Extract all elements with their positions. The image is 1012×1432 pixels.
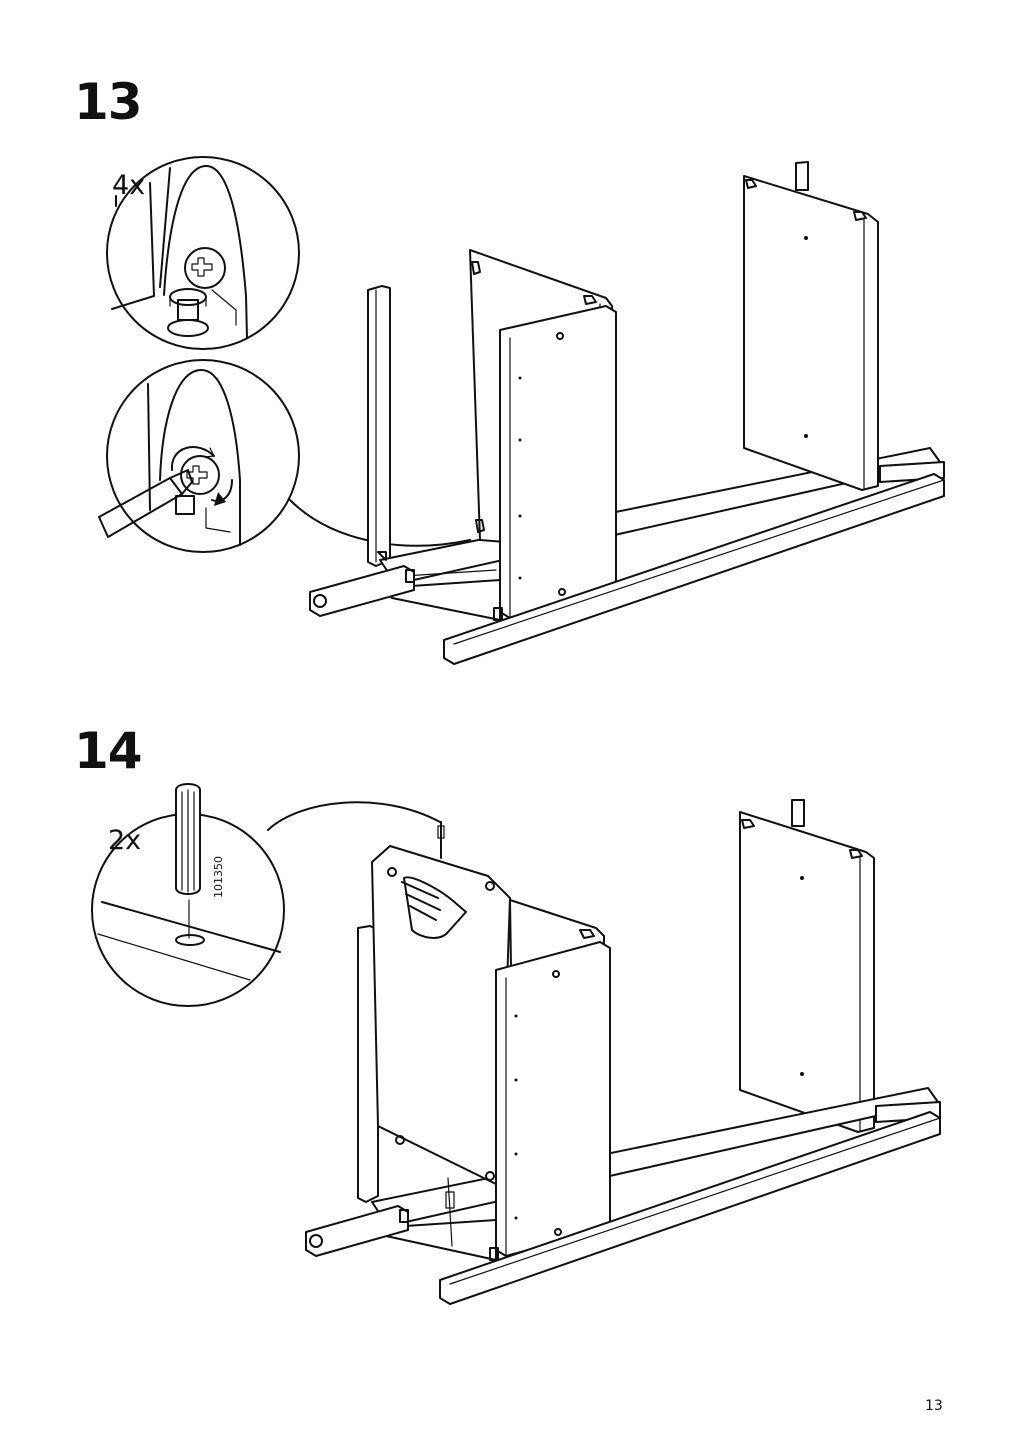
step-13-number: 13 — [74, 73, 143, 131]
step-14-illustration — [91, 783, 941, 1305]
step-13-frame — [309, 161, 945, 665]
step-13-illustration — [98, 156, 945, 665]
step-14-frame — [305, 799, 941, 1305]
step-14-number: 14 — [74, 722, 143, 780]
cam-lock-detail-1 — [106, 156, 300, 350]
hand-push-icon — [401, 876, 467, 939]
page-number: 13 — [925, 1398, 943, 1414]
wooden-dowel-icon — [175, 783, 201, 895]
step-13-quantity: 4x — [112, 170, 146, 201]
cam-lock-detail-2 — [98, 359, 471, 553]
dowel-detail — [91, 783, 441, 1007]
